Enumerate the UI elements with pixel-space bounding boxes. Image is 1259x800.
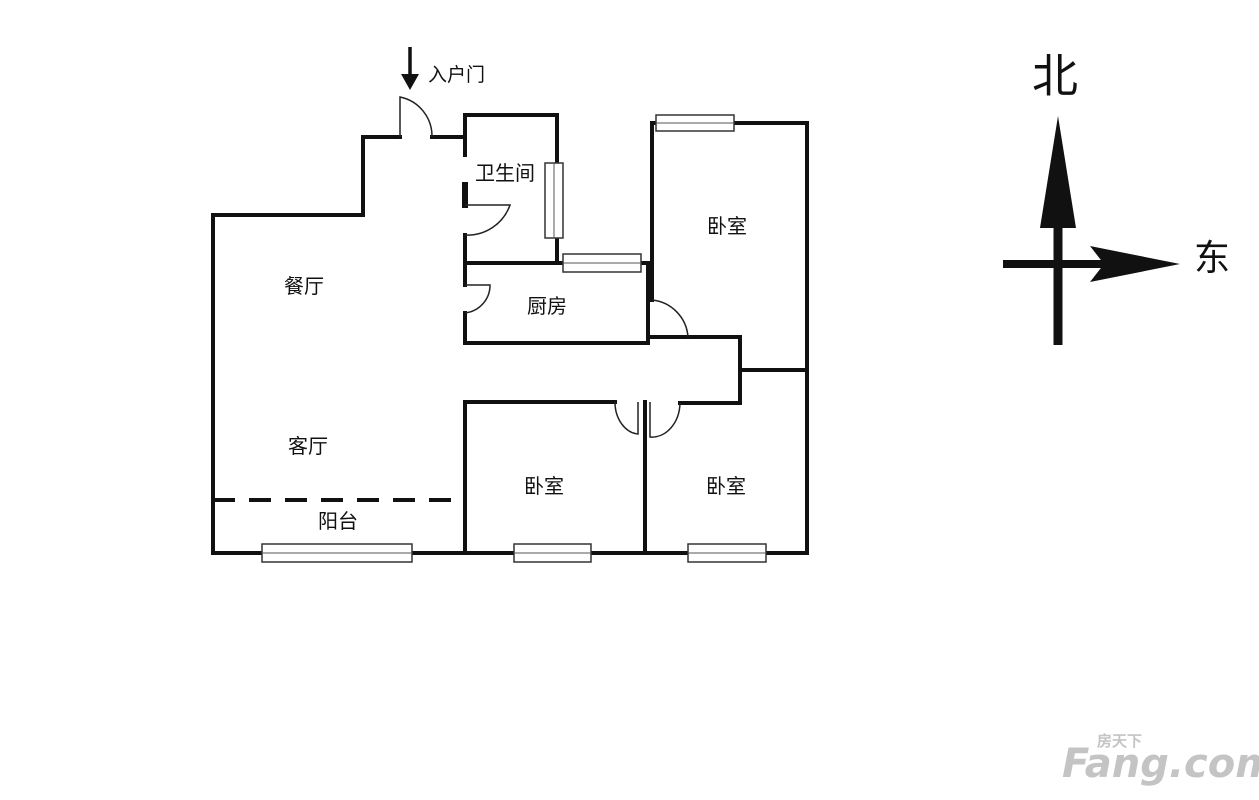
doors <box>399 96 689 438</box>
windows <box>261 114 767 563</box>
room-label-bedroom-s2: 卧室 <box>706 474 746 498</box>
compass-east-label: 东 <box>1194 238 1230 279</box>
room-label-living: 客厅 <box>288 434 328 458</box>
watermark: 房天下 Fang.com <box>1062 732 1259 787</box>
room-label-kitchen: 厨房 <box>527 294 567 318</box>
room-labels: 卫生间 卧室 餐厅 厨房 客厅 卧室 卧室 阳台 <box>284 161 747 533</box>
room-label-bathroom: 卫生间 <box>475 161 535 185</box>
compass-north-label: 北 <box>1032 49 1078 103</box>
room-label-balcony: 阳台 <box>318 509 358 533</box>
room-label-bedroom-s1: 卧室 <box>524 474 564 498</box>
walls <box>211 113 809 555</box>
compass: 北 东 <box>1003 49 1230 345</box>
watermark-brand-cn: 房天下 <box>1097 732 1142 750</box>
watermark-brand-en: Fang.com <box>1062 741 1259 787</box>
room-label-dining: 餐厅 <box>284 274 324 298</box>
entrance-marker: 入户门 <box>401 47 485 90</box>
room-label-bedroom-ne: 卧室 <box>707 214 747 238</box>
entrance-label: 入户门 <box>428 64 485 86</box>
